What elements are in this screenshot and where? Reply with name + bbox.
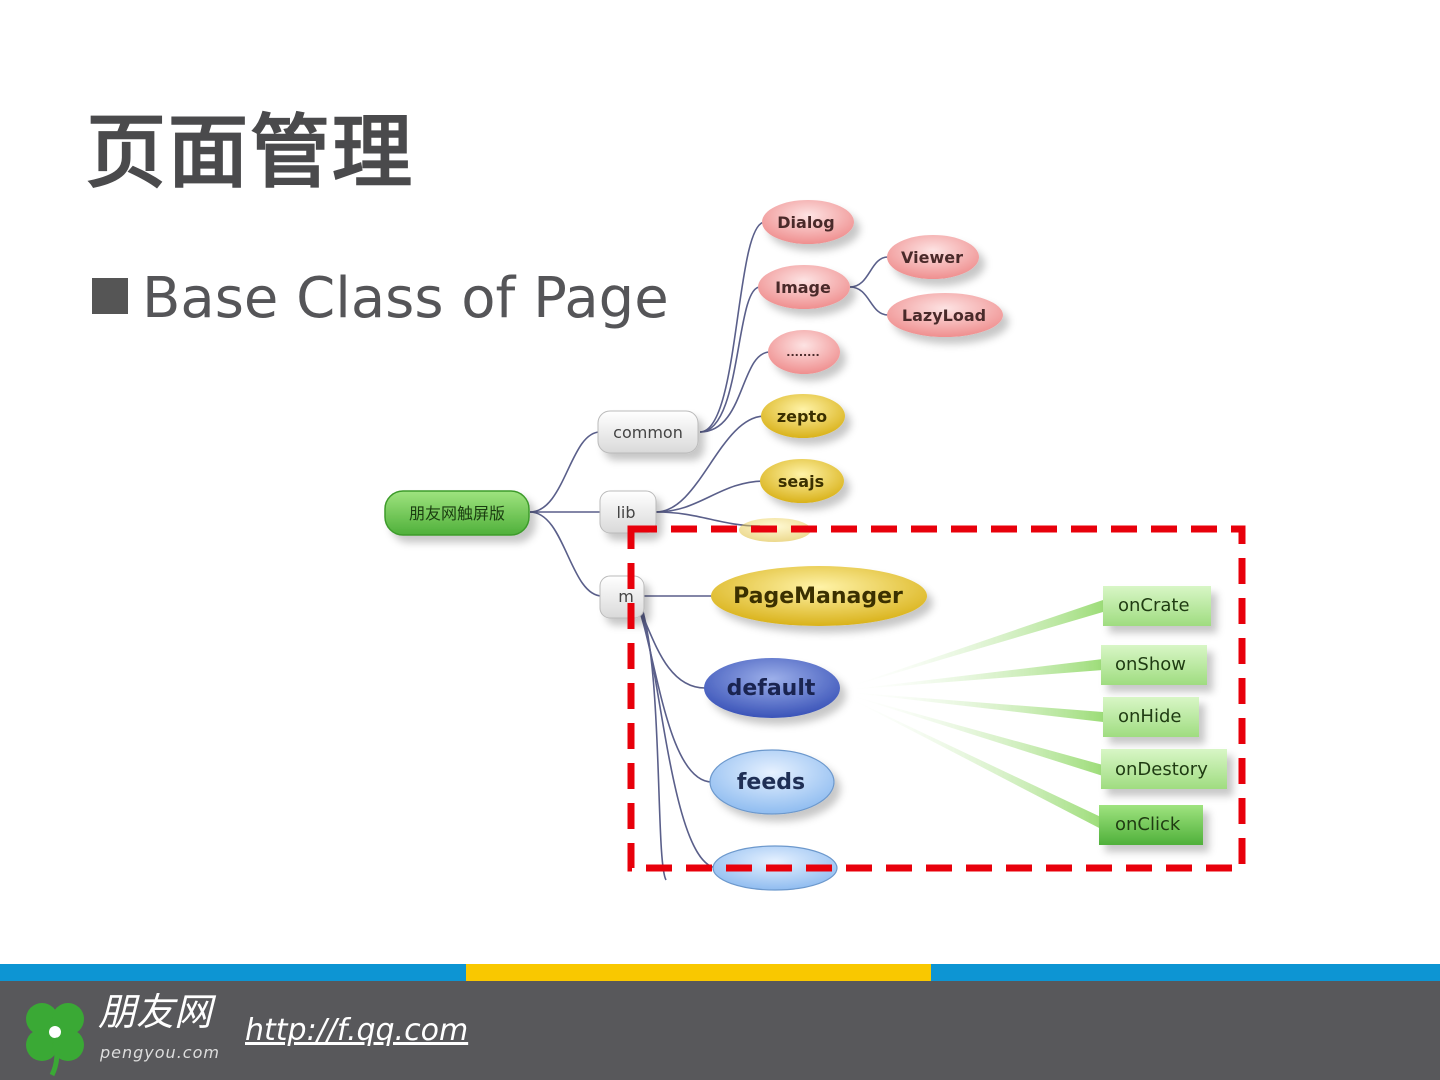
method-onclick-label: onClick	[1115, 814, 1181, 835]
method-onhide-label: onHide	[1118, 706, 1181, 727]
diagram-connectors	[529, 221, 889, 881]
branch-m: m	[599, 575, 645, 619]
method-onshow-label: onShow	[1115, 654, 1186, 675]
node-default-label: default	[727, 676, 816, 701]
method-rays	[845, 600, 1103, 830]
node-image: Image	[758, 265, 850, 309]
highlight-box	[627, 525, 1246, 872]
footer-bar: 朋友网 pengyou.com http://f.qq.com	[0, 981, 1440, 1080]
node-seajs-label: seajs	[778, 472, 824, 491]
branch-m-label: m	[618, 587, 634, 606]
node-zepto: zepto	[761, 394, 845, 438]
footer-stripe-right	[931, 964, 1440, 981]
footer-stripe-left	[0, 964, 466, 981]
slide-title: 页面管理	[86, 106, 414, 199]
bullet-text: Base Class of Page	[142, 266, 669, 331]
node-more-label: ........	[786, 346, 819, 359]
method-ondestory-label: onDestory	[1115, 759, 1208, 780]
node-viewer-label: Viewer	[901, 248, 963, 267]
method-oncrate: onCrate	[1103, 586, 1211, 626]
node-pagemanager-label: PageManager	[733, 584, 903, 609]
node-default: default	[704, 658, 840, 718]
root-label: 朋友网触屏版	[409, 504, 505, 523]
footer-link[interactable]: http://f.qq.com	[245, 1013, 469, 1048]
node-seajs: seajs	[760, 459, 844, 503]
branch-lib: lib	[599, 490, 657, 534]
node-more: ........	[768, 330, 840, 374]
square-bullet-icon	[92, 278, 128, 314]
node-zepto-label: zepto	[777, 407, 827, 426]
footer-stripe-middle	[466, 964, 931, 981]
method-onshow: onShow	[1101, 645, 1207, 685]
root-node: 朋友网触屏版	[384, 490, 530, 536]
method-oncrate-label: onCrate	[1118, 595, 1190, 616]
node-dialog: Dialog	[762, 200, 854, 244]
node-dialog-label: Dialog	[777, 213, 835, 232]
clover-logo-icon	[26, 1003, 84, 1077]
mind-map-diagram: 朋友网触屏版 common lib m Dialog Image .......…	[384, 200, 1246, 891]
node-lazyload: LazyLoad	[887, 293, 1003, 337]
branch-lib-label: lib	[616, 503, 635, 522]
node-feeds: feeds	[709, 749, 835, 815]
node-image-label: Image	[775, 278, 831, 297]
logo-text: 朋友网	[98, 990, 213, 1034]
method-onclick: onClick	[1099, 805, 1203, 845]
node-pagemanager: PageManager	[711, 566, 927, 626]
branch-common-label: common	[613, 423, 683, 442]
node-lazyload-label: LazyLoad	[902, 306, 986, 325]
method-onhide: onHide	[1103, 697, 1199, 737]
node-feeds-label: feeds	[737, 770, 805, 795]
logo-subtext: pengyou.com	[100, 1043, 220, 1062]
branch-common: common	[597, 410, 699, 454]
method-ondestory: onDestory	[1101, 749, 1227, 789]
node-viewer: Viewer	[887, 235, 979, 279]
